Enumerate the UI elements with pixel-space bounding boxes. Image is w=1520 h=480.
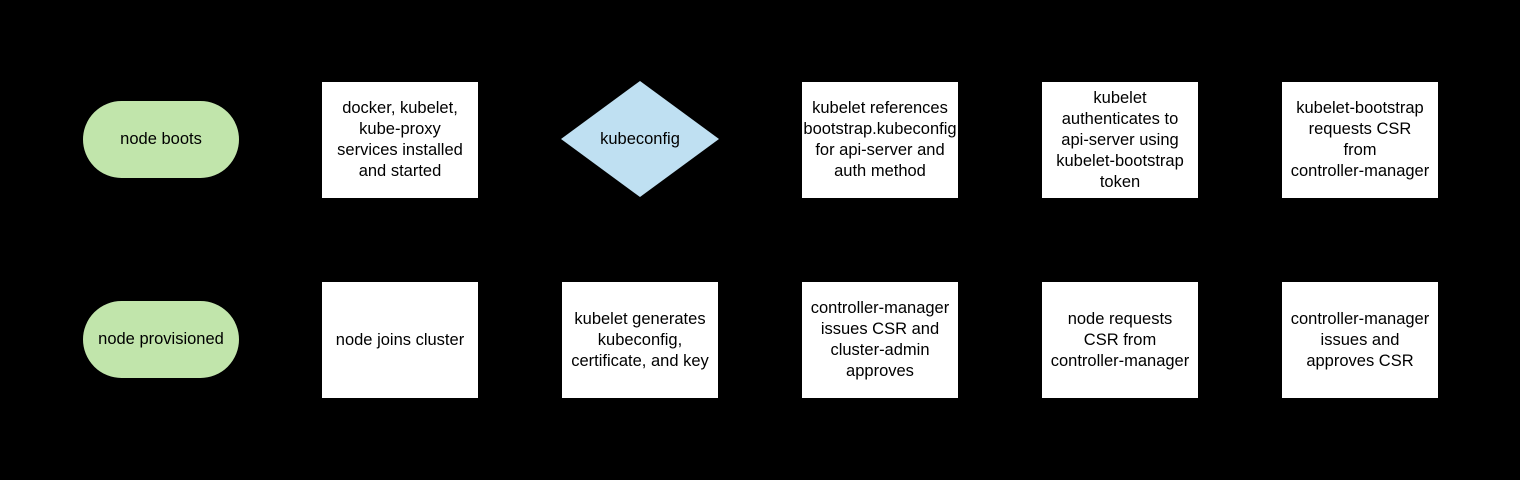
process-node-joins-cluster: node joins cluster	[321, 281, 479, 399]
terminator-node-provisioned: node provisioned	[82, 300, 240, 379]
terminator-node-boots: node boots	[82, 100, 240, 179]
process-services-installed: docker, kubelet, kube-proxy services ins…	[321, 81, 479, 199]
decision-kubeconfig: kubeconfig	[561, 81, 719, 197]
process-kubelet-references-bootstrap-kubeconfig: kubelet references bootstrap.kubeconfig …	[801, 81, 959, 199]
process-kubelet-bootstrap-requests-csr: kubelet-bootstrap requests CSR from cont…	[1281, 81, 1439, 199]
process-controller-manager-issues-csr-admin-approves: controller-manager issues CSR and cluste…	[801, 281, 959, 399]
process-kubelet-generates-kubeconfig: kubelet generates kubeconfig, certificat…	[561, 281, 719, 399]
process-controller-manager-issues-approves-csr: controller-manager issues and approves C…	[1281, 281, 1439, 399]
process-node-requests-csr: node requests CSR from controller-manage…	[1041, 281, 1199, 399]
process-kubelet-authenticates: kubelet authenticates to api-server usin…	[1041, 81, 1199, 199]
